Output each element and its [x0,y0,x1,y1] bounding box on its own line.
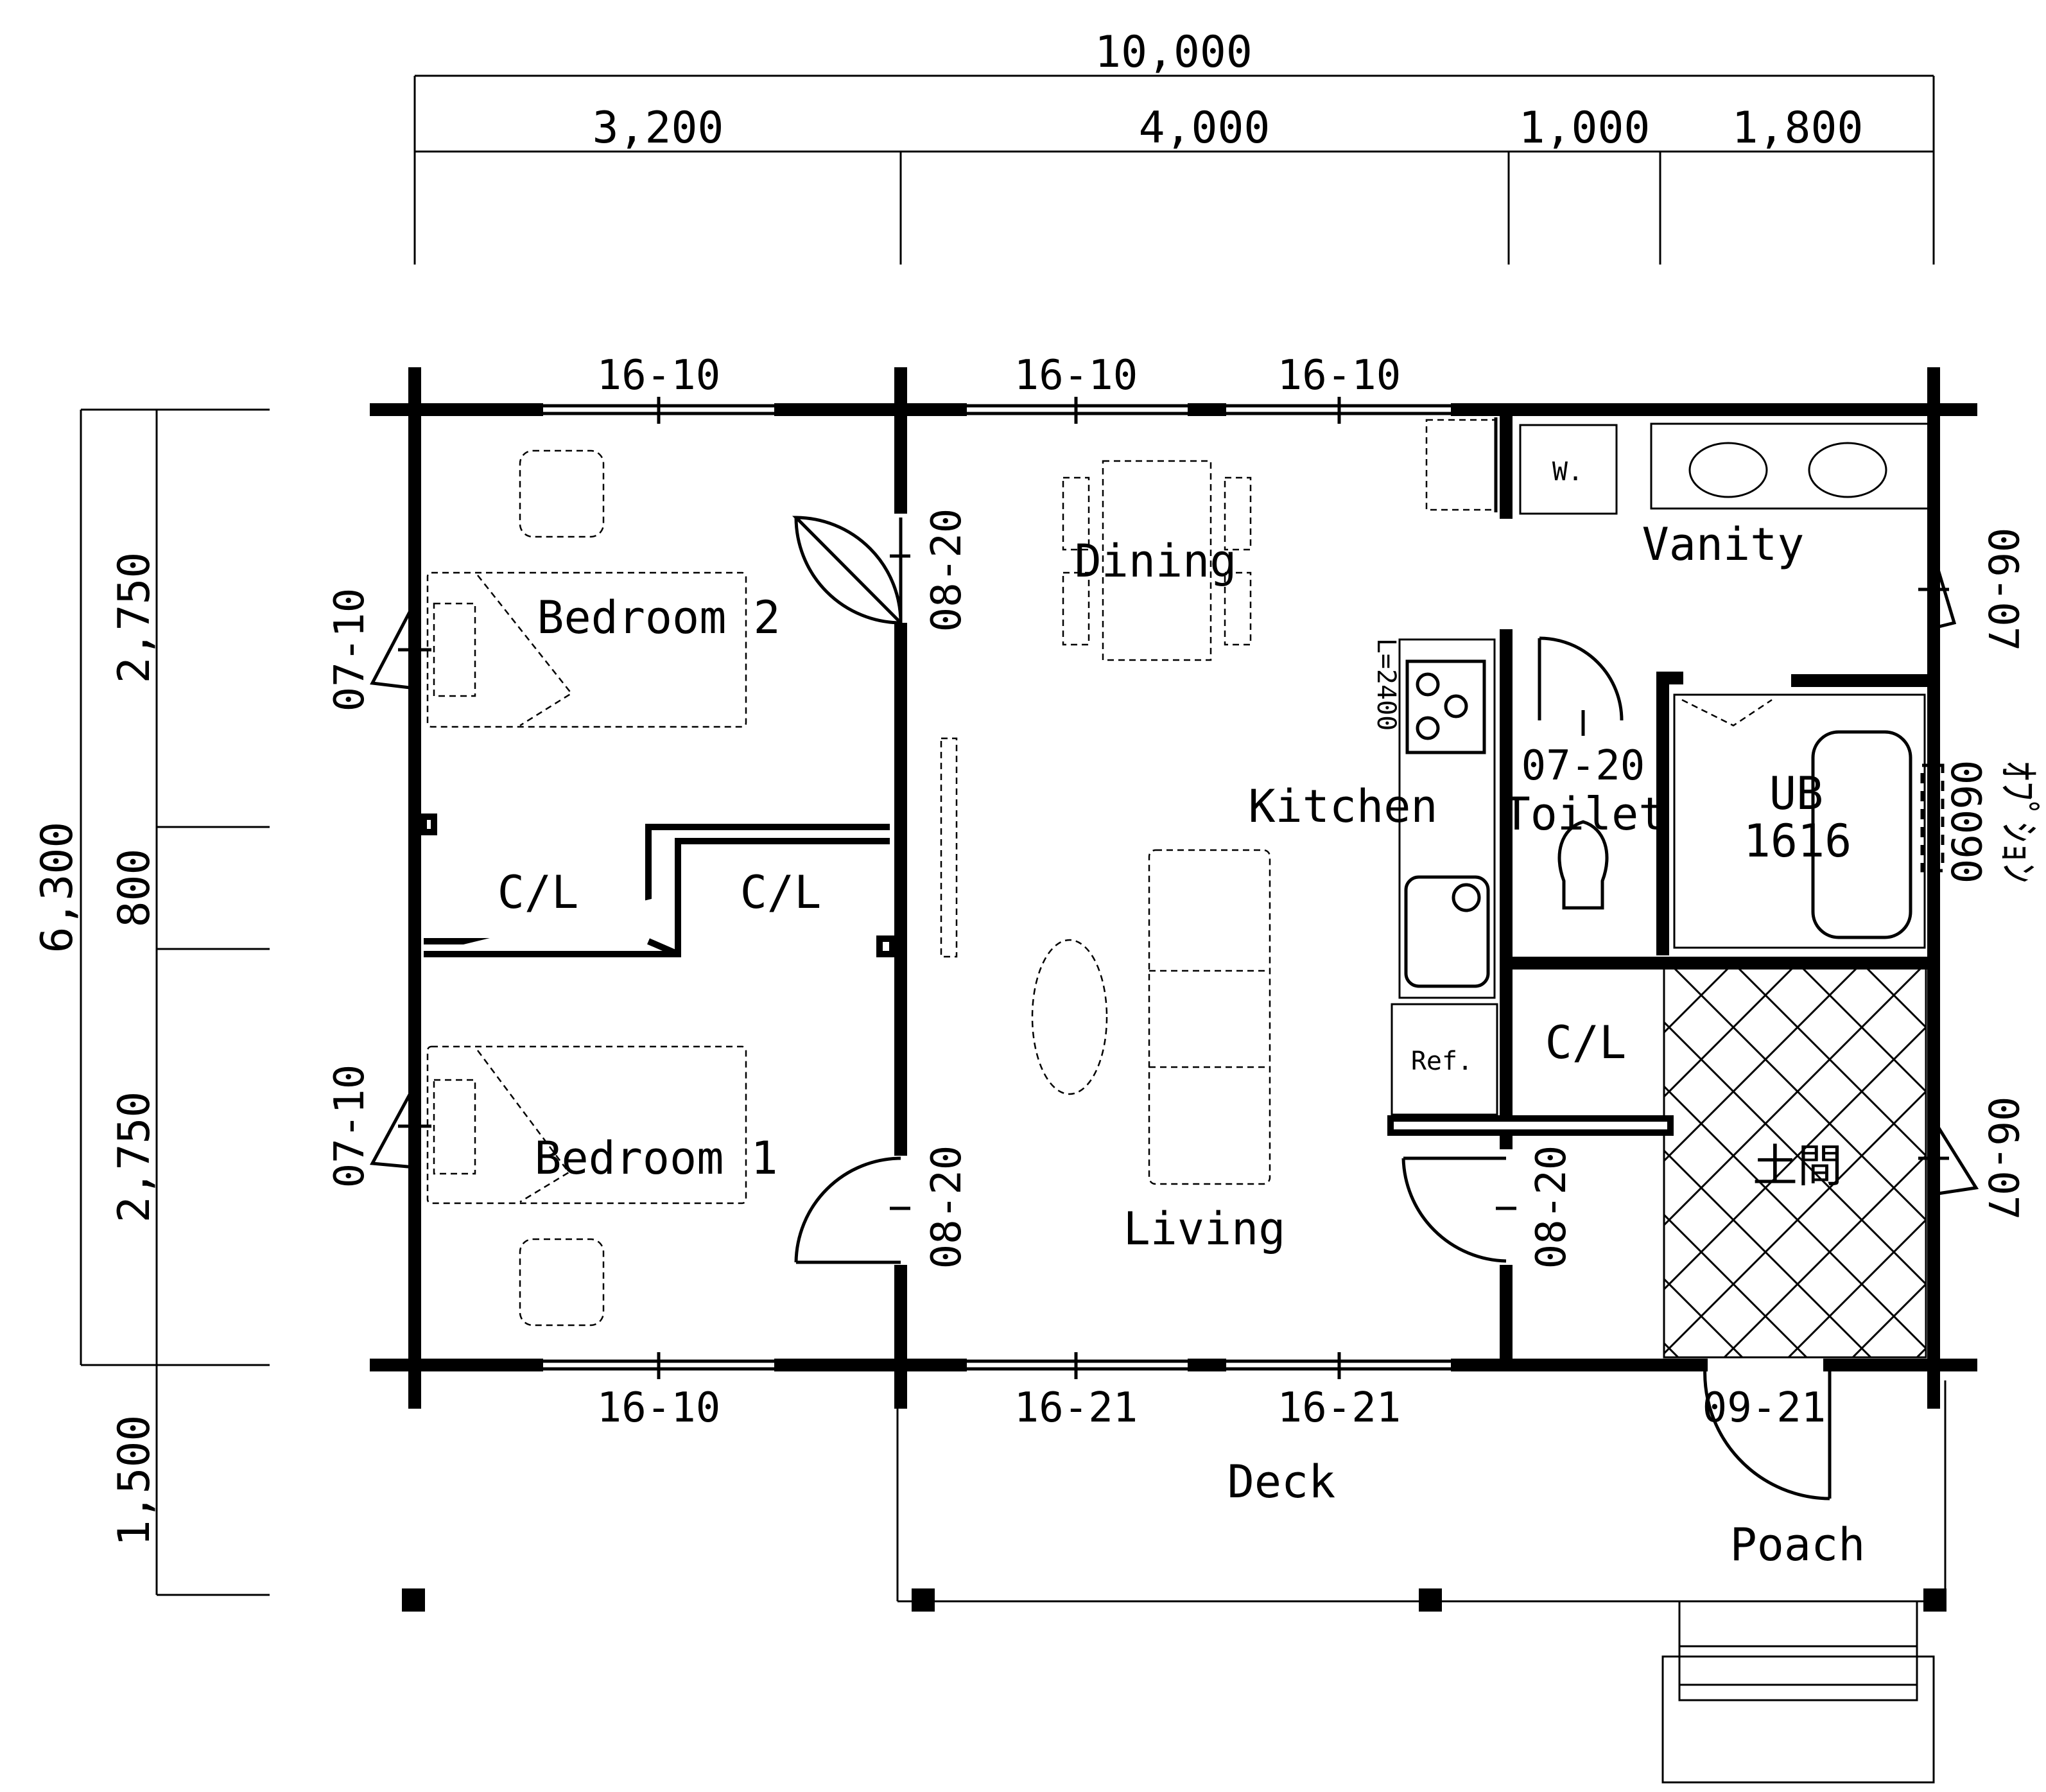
doma-tile-floor [1663,967,1927,1359]
porch-steps [1661,1655,1935,1784]
deck-porch [402,1380,1946,1784]
overall-depth-label: 6,300 [32,822,83,953]
room-dining: Dining [1075,535,1237,587]
label-left-window-bedroom2: 07-10 [326,588,374,712]
bed-bedroom1 [426,1045,747,1205]
unit-bath [1673,693,1926,949]
vanity-counter [1650,422,1935,510]
room-ub: UB [1769,767,1823,820]
interior-walls [420,403,1940,1371]
refrigerator [1391,1003,1498,1116]
depth-segment-3: 2,750 [109,1092,160,1223]
label-door-bedroom1: 08-20 [923,1145,971,1269]
room-vanity: Vanity [1642,518,1805,571]
label-refrigerator: Ref. [1411,1047,1473,1076]
label-washer: W. [1552,457,1583,487]
washer [1519,424,1618,515]
basin-1 [1688,442,1768,498]
label-entry-door: 09-21 [1703,1384,1826,1432]
chair-bedroom2 [519,449,605,538]
room-kitchen: Kitchen [1248,780,1437,833]
depth-segment-1: 2,750 [109,552,160,684]
fixture-labels: W. Ref. L=2400 [1371,457,1583,1076]
label-door-toilet: 07-20 [1521,742,1645,790]
furniture [426,419,1935,1327]
label-option-window-note: ｵﾌﾟｼｮﾝ [1994,760,2042,883]
room-doma: 土間 [1753,1140,1842,1192]
label-right-window-vanity: 06-07 [1979,528,2026,652]
label-door-entry-hall: 08-20 [1528,1145,1575,1269]
top-dimensions: 10,000 3,200 4,000 1,000 1,800 [413,27,1935,265]
sink [1404,875,1490,988]
side-windows [369,554,1979,1196]
label-door-bedroom2: 08-20 [923,509,971,632]
opening-labels: 16-10 16-10 16-10 16-10 16-21 16-21 09-2… [326,352,2042,1432]
label-top-window-bedroom2: 16-10 [597,352,721,399]
label-right-window-doma: 06-07 [1979,1097,2026,1221]
label-counter-length: L=2400 [1371,638,1401,731]
width-segment-1: 3,200 [593,103,724,153]
toilet-bowl [1557,820,1609,910]
dining-table [1102,460,1212,661]
width-segment-2: 4,000 [1139,103,1270,153]
left-dimensions: 6,300 2,750 800 2,750 1,500 [32,408,270,1596]
label-top-window-dining-2: 16-10 [1278,352,1401,399]
overall-width-label: 10,000 [1095,27,1253,78]
room-porch: Poach [1730,1518,1866,1571]
label-bottom-window-bedroom1: 16-10 [597,1384,721,1432]
sofa [1148,849,1271,1185]
room-closet-left: C/L [498,866,578,919]
room-closet-entry: C/L [1545,1016,1626,1069]
depth-segment-2: 800 [109,849,160,928]
label-left-window-bedroom1: 07-10 [326,1065,374,1188]
room-bedroom2: Bedroom 2 [537,591,780,644]
doors [792,516,1832,1501]
room-ub-size: 1616 [1744,815,1852,867]
label-option-window-code: 06090 [1941,760,1989,884]
kitchen-counter [1398,638,1496,999]
room-labels: Bedroom 2 Bedroom 1 C/L C/L C/L Dining K… [498,518,1866,1571]
post-4 [1923,1588,1946,1612]
room-bedroom1: Bedroom 1 [534,1132,777,1185]
deck-depth-label: 1,500 [109,1415,160,1547]
post-1 [402,1588,425,1612]
room-toilet: Toilet [1504,788,1666,840]
label-bottom-window-living-1: 16-21 [1014,1384,1138,1432]
room-closet-right: C/L [740,866,821,919]
room-living: Living [1123,1203,1286,1255]
chair-bedroom1 [519,1238,605,1327]
stove [1405,659,1486,754]
post-3 [1419,1588,1442,1612]
living-table [1031,939,1108,1095]
room-deck: Deck [1227,1456,1336,1508]
width-segment-4: 1,800 [1732,103,1864,153]
option-window-mark [1920,763,1945,873]
label-bottom-window-living-2: 16-21 [1278,1384,1401,1432]
exterior-walls [370,367,1977,1409]
width-segment-3: 1,000 [1519,103,1651,153]
post-2 [912,1588,935,1612]
loft-ladder [940,737,958,958]
label-top-window-dining-1: 16-10 [1014,352,1138,399]
basin-2 [1808,442,1887,498]
bed-bedroom2 [426,571,747,728]
